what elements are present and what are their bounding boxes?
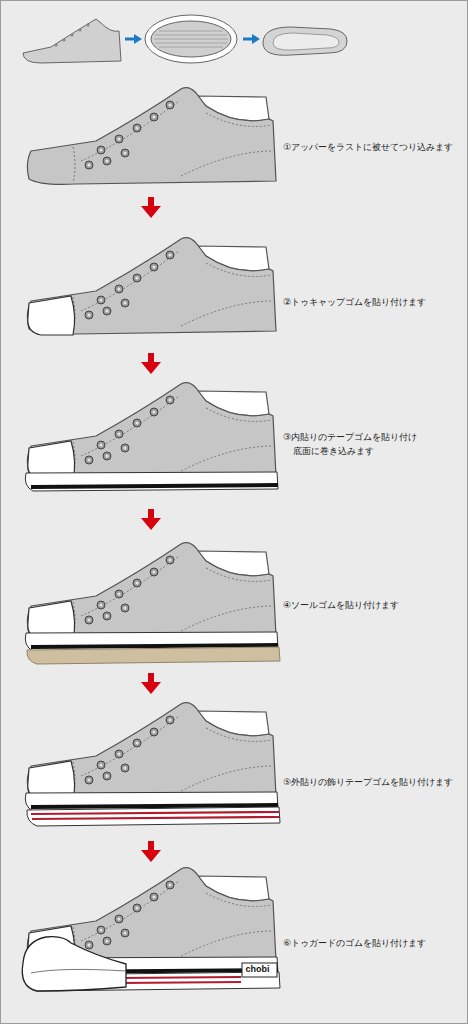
step-label: ①アッパーをラストに被せてつり込みます — [283, 141, 453, 155]
step-label: ③内貼りのテープゴムを貼り付け 底面に巻き込みます — [283, 431, 468, 458]
step-label: ②トゥキャップゴムを貼り付けます — [283, 296, 426, 310]
step-label: ④ソールゴムを貼り付けます — [283, 599, 399, 613]
step-label: ⑤外貼りの飾りテープゴムを貼り付けます — [283, 776, 453, 790]
step-label: ⑥トゥガードのゴムを貼り付けます — [283, 937, 426, 951]
brand-logo: chobi — [240, 962, 275, 976]
